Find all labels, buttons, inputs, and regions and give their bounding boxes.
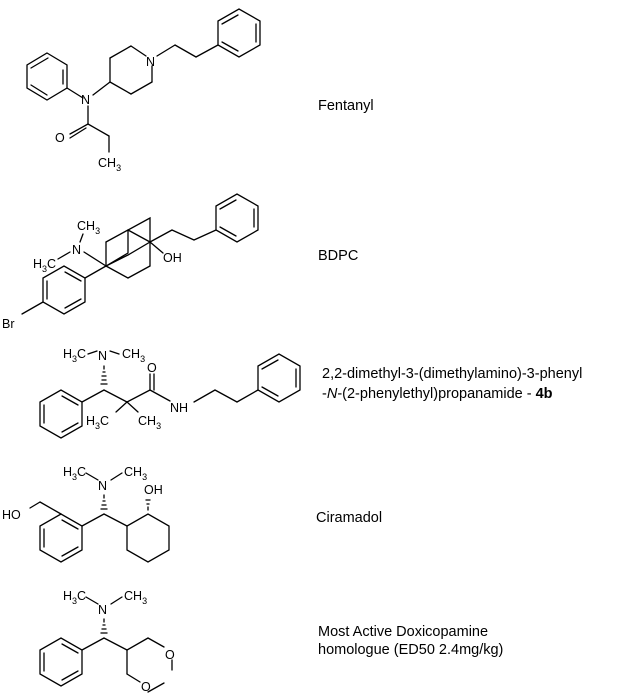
4b-hashed-bond bbox=[100, 365, 108, 385]
doxicopamine-label-line1: Most Active Doxicopamine bbox=[318, 624, 488, 640]
doxicopamine-n: N bbox=[98, 603, 107, 617]
ciramadol-label: Ciramadol bbox=[316, 510, 382, 526]
ciramadol-oh-hashed bbox=[145, 499, 151, 511]
bdpc-h3c: H3C bbox=[33, 257, 56, 274]
ciramadol-hashed-bond bbox=[100, 494, 108, 510]
doxicopamine-ch3: CH3 bbox=[124, 589, 147, 606]
ciramadol-oh: OH bbox=[144, 483, 163, 497]
fentanyl-label: Fentanyl bbox=[318, 98, 374, 114]
ciramadol-ch3: CH3 bbox=[124, 465, 147, 482]
4b-n: N bbox=[98, 349, 107, 363]
4b-phenyl-right bbox=[257, 353, 301, 403]
doxicopamine-h3c: H3C bbox=[63, 589, 86, 606]
fentanyl-amide-n: N bbox=[81, 93, 90, 107]
bdpc-oh: OH bbox=[163, 251, 182, 265]
doxicopamine-o1: O bbox=[165, 648, 175, 662]
ciramadol-n: N bbox=[98, 479, 107, 493]
ciramadol-phenol-ring bbox=[39, 513, 83, 563]
bdpc-structure: CH3 N H3C OH bbox=[2, 193, 259, 331]
4b-phenyl-left bbox=[39, 389, 83, 439]
4b-ch3-2: CH3 bbox=[138, 414, 161, 431]
bdpc-n: N bbox=[72, 243, 81, 257]
fentanyl-piperidine-ring bbox=[109, 45, 153, 95]
4b-ch3: CH3 bbox=[122, 347, 145, 364]
fentanyl-phenyl-left bbox=[26, 52, 68, 101]
fentanyl-phenyl-right bbox=[217, 8, 261, 58]
doxicopamine-hashed-bond bbox=[100, 618, 108, 634]
ciramadol-ho: HO bbox=[2, 508, 21, 522]
ciramadol-structure: H3C N CH3 HO OH bbox=[2, 465, 170, 563]
ciramadol-cyclohexane bbox=[126, 513, 170, 563]
compound-4b-label-line1: 2,2-dimethyl-3-(dimethylamino)-3-phenyl bbox=[322, 366, 582, 382]
doxicopamine-label-line2: homologue (ED50 2.4mg/kg) bbox=[318, 642, 503, 658]
doxicopamine-o2: O bbox=[141, 680, 151, 694]
bdpc-br: Br bbox=[2, 317, 15, 331]
bdpc-cyclohexane bbox=[105, 216, 151, 267]
doxicopamine-structure: H3C N CH3 O O bbox=[39, 589, 175, 694]
4b-h3c: H3C bbox=[63, 347, 86, 364]
compound-4b-structure: H3C N CH3 H3C CH3 O NH bbox=[39, 347, 301, 439]
4b-nh: NH bbox=[170, 401, 188, 415]
bdpc-phenyl-right bbox=[215, 193, 259, 243]
compound-4b-label-line2: -N-(2-phenylethyl)propanamide - 4b bbox=[322, 386, 553, 402]
doxicopamine-phenyl bbox=[39, 637, 83, 687]
4b-carbonyl-o: O bbox=[147, 361, 157, 375]
bdpc-ch3: CH3 bbox=[77, 219, 100, 236]
ciramadol-h3c: H3C bbox=[63, 465, 86, 482]
fentanyl-ring-n: N bbox=[146, 55, 155, 69]
fentanyl-ch3: CH3 bbox=[98, 156, 121, 173]
fentanyl-structure: N N O CH3 bbox=[26, 8, 261, 173]
4b-h3c-2: H3C bbox=[86, 414, 109, 431]
fentanyl-carbonyl-o: O bbox=[55, 131, 65, 145]
bdpc-bromophenyl bbox=[42, 265, 86, 315]
bdpc-label: BDPC bbox=[318, 248, 358, 264]
doxicopamine-dioxane-ring bbox=[126, 637, 173, 693]
